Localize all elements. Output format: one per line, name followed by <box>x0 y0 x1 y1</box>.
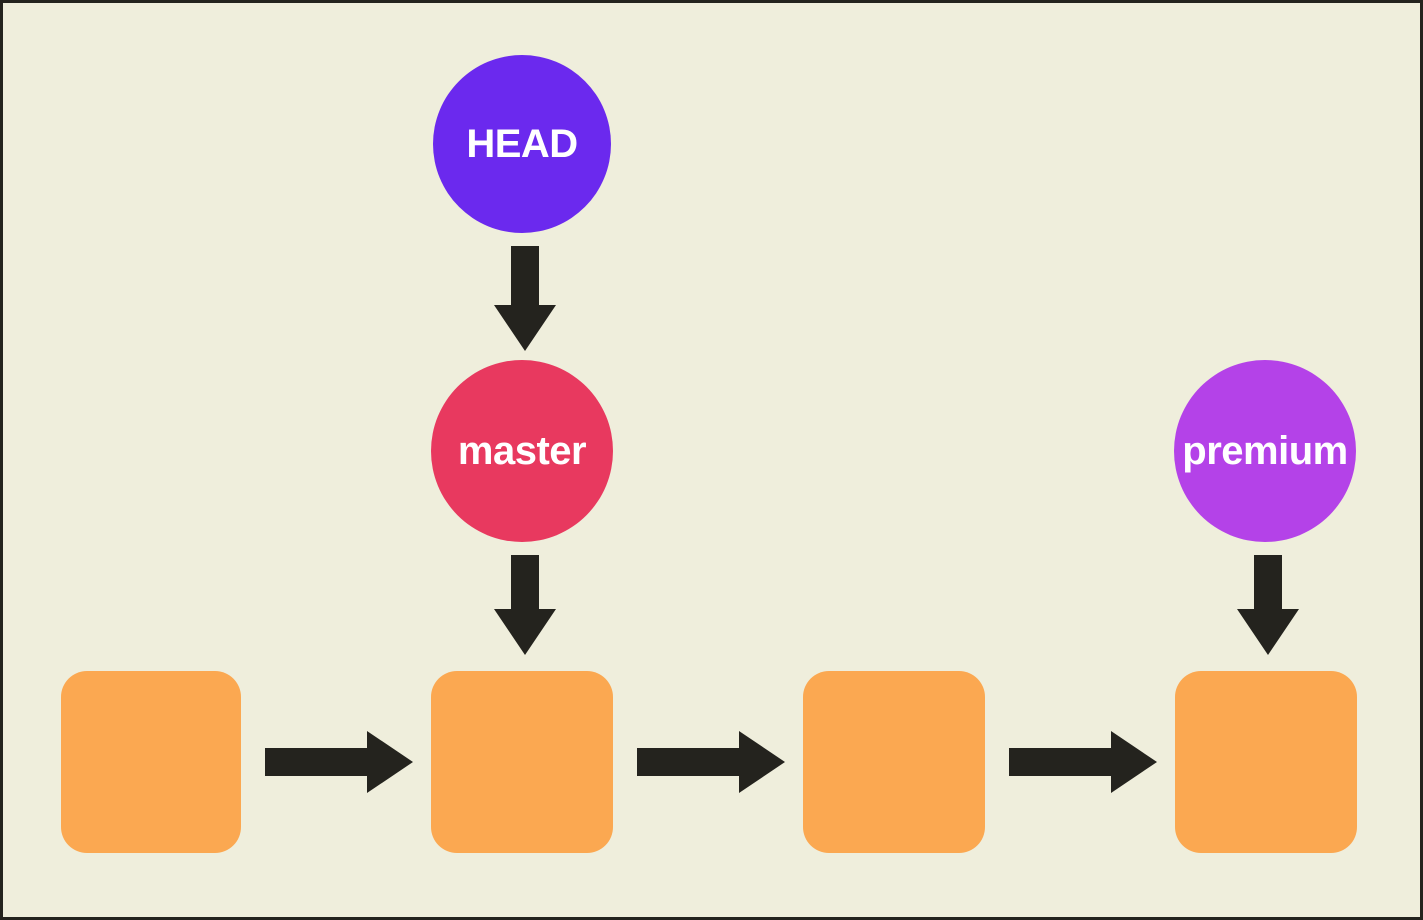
ref-node-head[interactable]: HEAD <box>433 55 611 233</box>
ref-node-premium[interactable]: premium <box>1174 360 1356 542</box>
arrow-master-to-commit2 <box>494 555 556 655</box>
commit-node-3[interactable] <box>803 671 985 853</box>
ref-label-premium: premium <box>1182 429 1348 473</box>
arrow-commit3-to-commit4 <box>1009 731 1157 793</box>
ref-label-head: HEAD <box>466 122 578 166</box>
arrow-commit2-to-commit3 <box>637 731 785 793</box>
arrow-head-to-master <box>494 246 556 351</box>
ref-label-master: master <box>457 429 587 473</box>
arrow-commit1-to-commit2 <box>265 731 413 793</box>
arrow-premium-to-commit4 <box>1237 555 1299 655</box>
ref-node-master[interactable]: master <box>431 360 613 542</box>
commit-node-4[interactable] <box>1175 671 1357 853</box>
commit-node-2[interactable] <box>431 671 613 853</box>
commit-node-1[interactable] <box>61 671 241 853</box>
